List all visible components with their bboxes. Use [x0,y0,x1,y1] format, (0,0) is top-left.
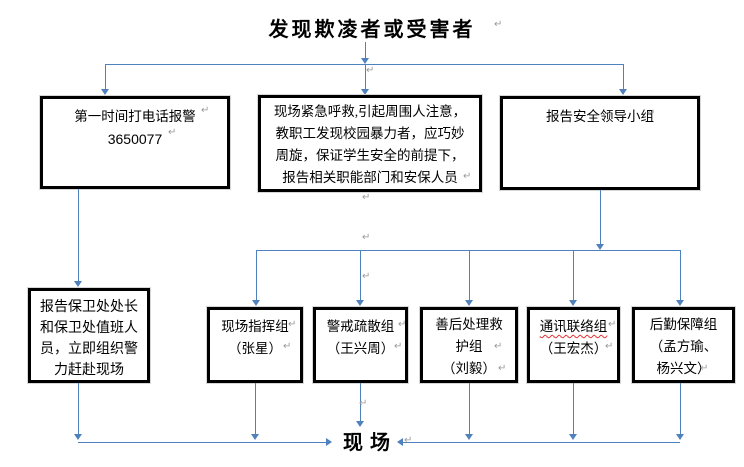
connector-police-to-security [78,189,79,281]
box-text-line: 报告安全领导小组 [546,109,654,124]
connector-branch-top [105,64,623,65]
box-text-line: 杨兴文） [656,361,711,376]
connector-group2-down [360,383,361,421]
arrow-down-icon [361,89,369,95]
connector-to-group-1 [256,250,257,300]
arrow-down-icon [356,421,364,427]
connector-security-down [78,383,79,434]
box-text-line: 护组 [455,339,483,354]
arrow-down-icon [596,244,604,250]
box-group-evacuation[interactable]: 警戒疏散组 （王兴周） [313,307,408,383]
connector-to-group-2 [360,250,361,300]
box-text-line: 现场紧急呼救,引起周围人注意， [273,104,467,119]
box-text-line: （张星） [228,341,282,356]
arrow-down-icon [569,300,577,306]
box-report-security[interactable]: 报告保卫处处长 和保卫处值班人 员，立即组织警 力赶赴现场 [28,288,150,383]
box-onsite-help[interactable]: 现场紧急呼救,引起周围人注意， 教职工发现校园暴力者，应巧妙 周旋，保证学生安全… [258,95,482,192]
arrow-down-icon [465,434,473,440]
arrow-down-icon [361,58,369,64]
phone-number: 3650077 [107,131,163,147]
box-text-line: 后勤保障组 [649,317,718,332]
box-text-line: 报告相关职能部门和安保人员 [282,170,458,185]
arrow-down-icon [252,300,260,306]
box-text-line: 员，立即组织警 [40,342,138,357]
box-group-rescue[interactable]: 善后处理救 护组 （刘毅） [420,307,518,383]
connector-to-group-4 [573,250,574,300]
box-group-logistics[interactable]: 后勤保障组 （孟方瑜、 杨兴文） [632,307,735,383]
box-text-line: 善后处理救 [435,317,503,332]
arrow-down-icon [619,89,627,95]
connector-to-call-police [105,64,106,89]
connector-group1-down [255,383,256,434]
arrow-down-icon [676,434,684,440]
connector-leadership-down [600,190,601,244]
box-text-line: 周旋，保证学生安全的前提下， [275,148,465,163]
box-text-line: （王宏杰） [539,341,608,356]
arrow-down-icon [74,434,82,440]
box-text-line: （孟方瑜、 [649,339,718,354]
box-text-line: 教职工发现校园暴力者，应巧妙 [275,126,465,141]
scene-label: 现场 [343,432,397,454]
connector-to-leadership [623,64,624,89]
arrow-left-icon [397,438,403,446]
paragraph-return-mark: ↵ [362,232,371,243]
paragraph-return-mark: ↵ [366,65,375,76]
box-text-line: 力赶赴现场 [54,363,124,378]
box-call-police[interactable]: 第一时间打电话报警 3650077 [40,96,230,189]
connector-to-group-3 [469,250,470,300]
arrow-down-icon [74,281,82,287]
page-title: 发现欺凌者或受害者 [268,19,476,41]
box-text-line: （刘毅） [442,361,496,376]
paragraph-return-mark: ↵ [362,192,371,203]
connector-group5-down [680,383,681,434]
arrow-down-icon [465,300,473,306]
arrow-down-icon [676,300,684,306]
connector-group3-down [469,383,470,434]
box-group-command[interactable]: 现场指挥组 （张星） [207,307,303,383]
box-text-line: 第一时间打电话报警 [74,109,196,124]
box-text-line: 现场指挥组 [221,319,289,334]
connector-to-group-5 [680,250,681,300]
box-text-line: 和保卫处值班人 [40,321,138,336]
connector-title-down [365,42,366,58]
box-report-leadership[interactable]: 报告安全领导小组 [500,96,700,190]
connector-branch-groups [256,250,680,251]
connector-bottom-left [78,442,326,443]
paragraph-return-mark: ↵ [362,271,371,282]
arrow-down-icon [569,434,577,440]
box-text-line: 报告保卫处处长 [40,300,138,315]
connector-to-onsite-help [365,64,366,89]
arrow-down-icon [251,434,259,440]
arrow-down-icon [356,300,364,306]
connector-bottom-right [403,442,680,443]
connector-group4-down [573,383,574,434]
box-text-line: 警戒疏散组 [326,319,395,334]
box-group-liaison[interactable]: 通讯联络组 （王宏杰） [527,307,620,383]
arrow-down-icon [101,89,109,95]
box-text-line-misspelled: 通讯联络组 [539,319,608,334]
box-text-line: （王兴周） [326,341,395,356]
arrow-right-icon [326,438,332,446]
